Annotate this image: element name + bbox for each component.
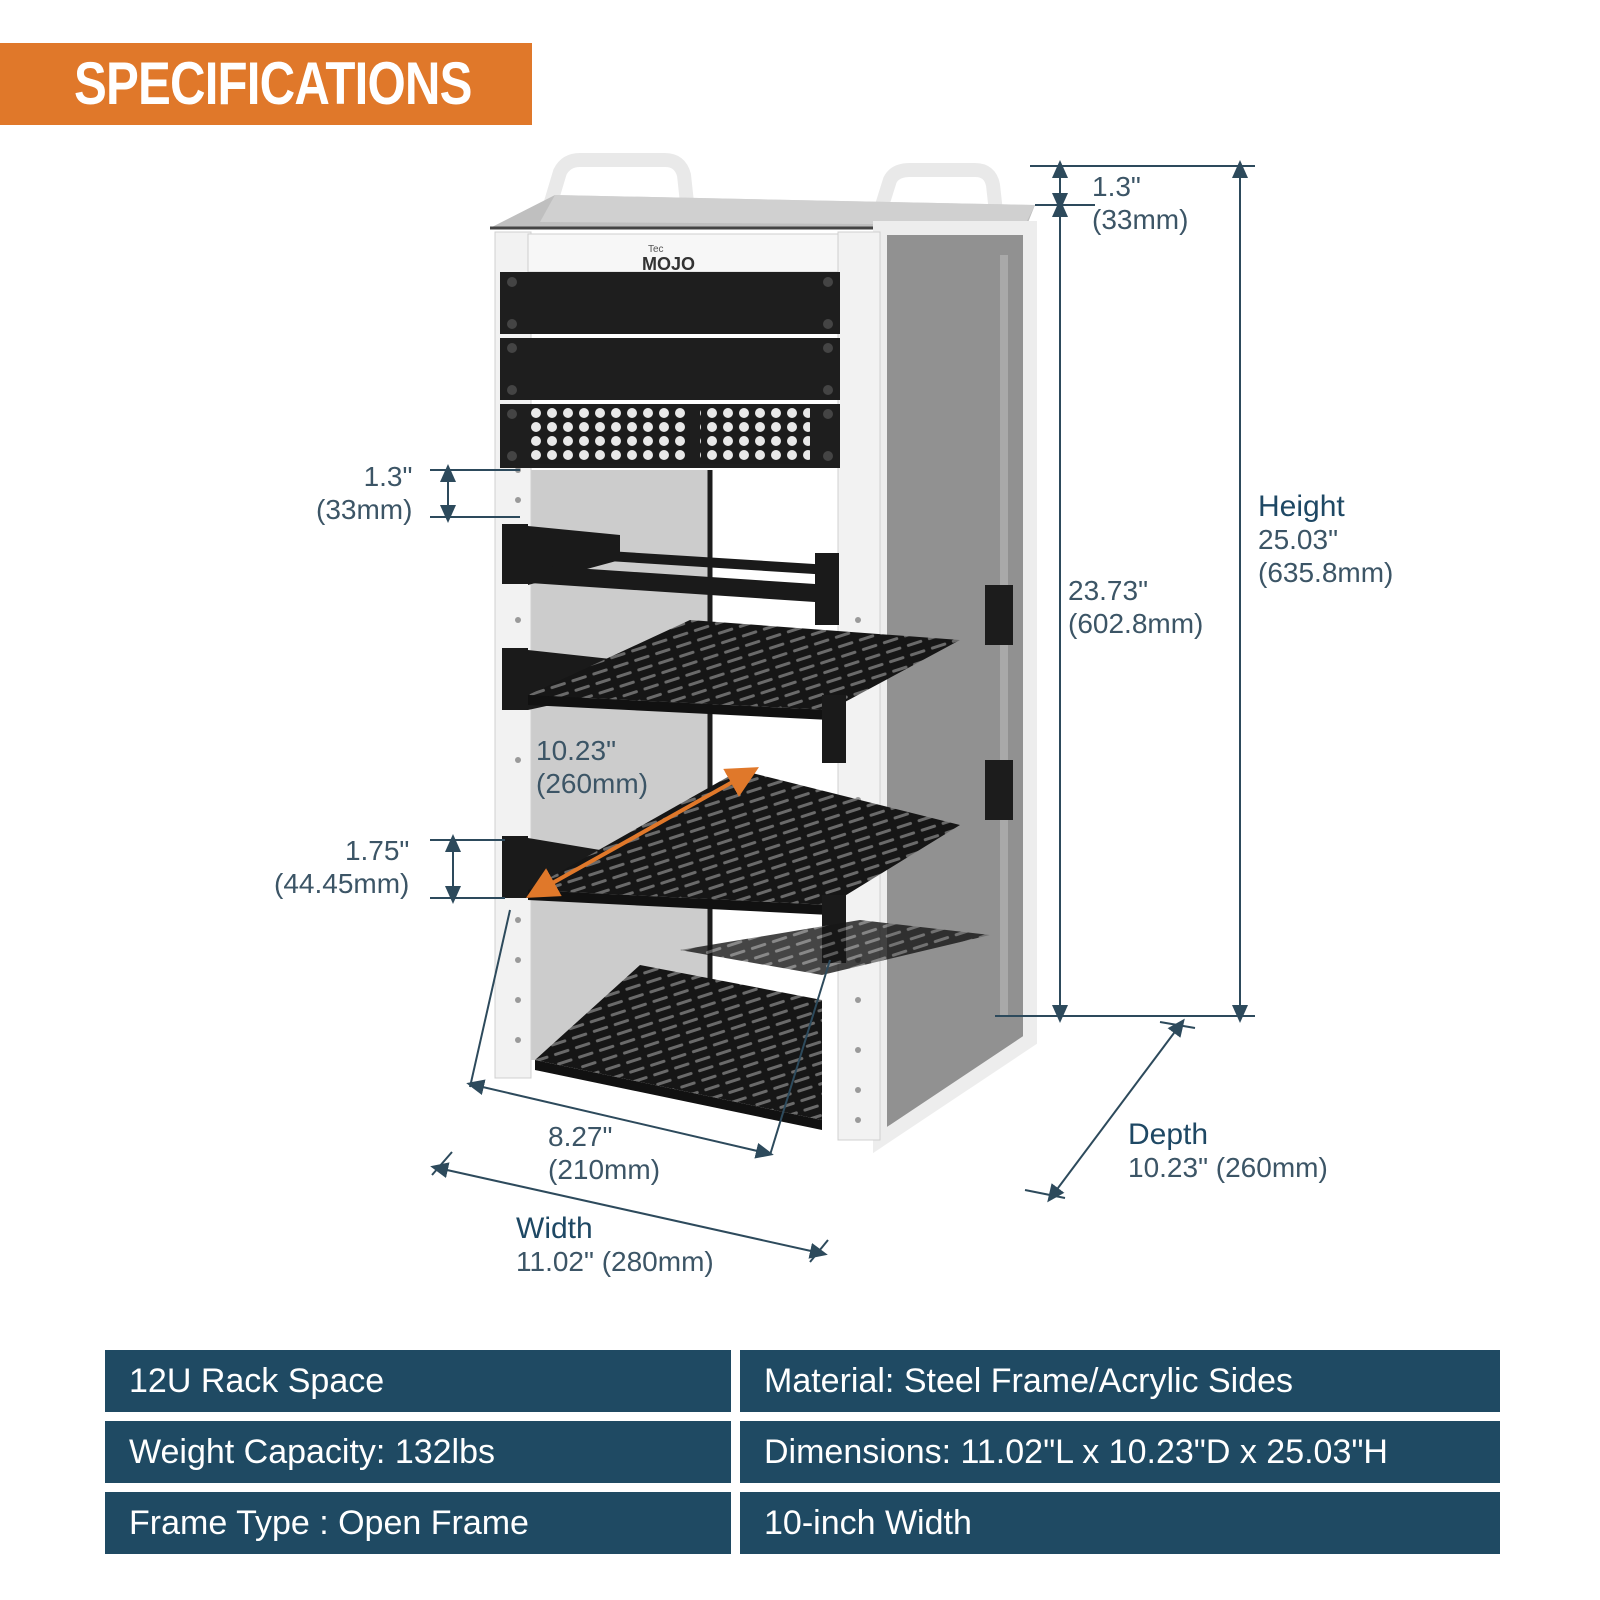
inner-height-label: 23.73" (602.8mm) (1068, 575, 1204, 639)
inner-width-label: 8.27" (210mm) (548, 1121, 661, 1185)
specifications-banner: SPECIFICATIONS (0, 43, 532, 125)
shelf-depth-arrow (526, 767, 759, 898)
brand-logo: MOJO (642, 254, 695, 274)
height-label: Height 25.03" (635.8mm) (1258, 490, 1394, 588)
page-title: SPECIFICATIONS (74, 50, 472, 117)
unit-height-label: 1.75" (44.45mm) (274, 835, 410, 899)
spec-rack-space: 12U Rack Space (105, 1350, 731, 1412)
spec-width: 10-inch Width (740, 1492, 1500, 1554)
shelf-frame (502, 524, 839, 625)
specs-table: 12U Rack Space Material: Steel Frame/Acr… (105, 1350, 1500, 1563)
shelf-depth-label: 10.23" (260mm) (536, 735, 649, 799)
logo-plate (527, 233, 839, 273)
top-gap-label: 1.3" (33mm) (1092, 171, 1189, 235)
blank-panel (500, 272, 840, 400)
depth-label: Depth 10.23" (260mm) (1128, 1118, 1328, 1183)
left-gap-label: 1.3" (33mm) (316, 461, 413, 525)
specs-row: Weight Capacity: 132lbs Dimensions: 11.0… (105, 1421, 1500, 1483)
acrylic-side-panel (880, 228, 1030, 1140)
dimension-lines (430, 160, 1255, 1263)
vented-shelf (502, 620, 960, 763)
vented-panel (500, 404, 840, 468)
specs-row: Frame Type : Open Frame 10-inch Width (105, 1492, 1500, 1554)
width-label: Width 11.02" (280mm) (516, 1212, 714, 1277)
specs-row: 12U Rack Space Material: Steel Frame/Acr… (105, 1350, 1500, 1412)
spec-frame-type: Frame Type : Open Frame (105, 1492, 731, 1554)
brand-small: Tec (648, 244, 664, 255)
top-handles (541, 153, 1003, 215)
spec-weight-capacity: Weight Capacity: 132lbs (105, 1421, 731, 1483)
spec-material: Material: Steel Frame/Acrylic Sides (740, 1350, 1500, 1412)
spec-dimensions: Dimensions: 11.02"L x 10.23"D x 25.03"H (740, 1421, 1500, 1483)
